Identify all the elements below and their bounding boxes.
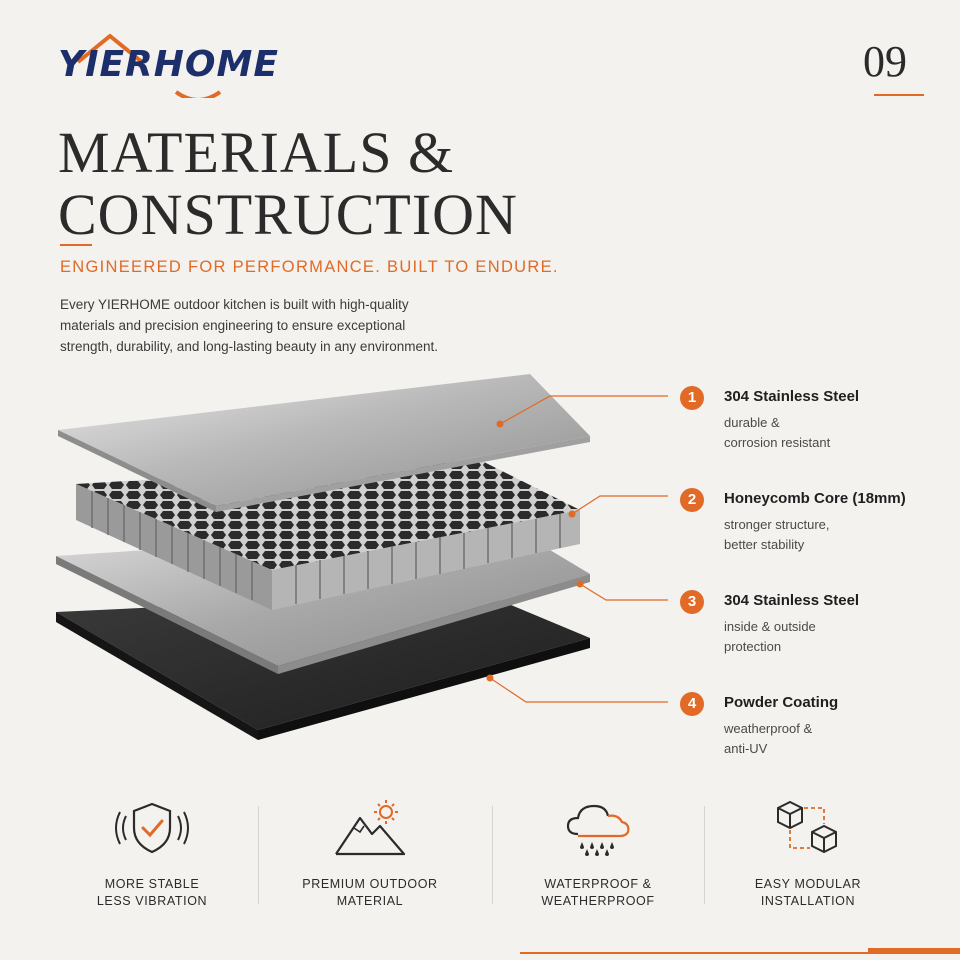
- feature-material: PREMIUM OUTDOOR MATERIAL: [260, 798, 480, 910]
- intro-line-2: materials and precision engineering to e…: [60, 318, 406, 333]
- rain-cloud-icon: [566, 804, 630, 856]
- feature-label: EASY MODULAR INSTALLATION: [754, 877, 862, 908]
- callout-number: 3: [680, 590, 704, 614]
- page-number: 09: [863, 37, 907, 86]
- feature-divider: [258, 806, 259, 904]
- layer-stack-illustration: [56, 374, 668, 740]
- page-title: MATERIALS & CONSTRUCTION: [58, 122, 658, 246]
- brand-logo: YIERHOME: [58, 28, 298, 98]
- intro-line-1: Every YIERHOME outdoor kitchen is built …: [60, 297, 409, 312]
- feature-divider: [492, 806, 493, 904]
- feature-waterproof: WATERPROOF & WEATHERPROOF: [488, 798, 708, 910]
- footer-rule: [520, 952, 960, 954]
- feature-label: PREMIUM OUTDOOR MATERIAL: [302, 877, 438, 908]
- callout-number: 2: [680, 488, 704, 512]
- callout-description: stronger structure, better stability: [724, 517, 830, 552]
- intro-line-3: strength, durability, and long-lasting b…: [60, 339, 438, 354]
- callout-number: 1: [680, 386, 704, 410]
- callout-dot-1: [496, 420, 504, 428]
- intro-paragraph: Every YIERHOME outdoor kitchen is built …: [60, 294, 500, 357]
- callout-dot-2: [568, 510, 576, 518]
- feature-modular: EASY MODULAR INSTALLATION: [698, 798, 918, 910]
- page-number-rule: [874, 94, 924, 96]
- subtitle: ENGINEERED FOR PERFORMANCE. BUILT TO END…: [60, 258, 559, 276]
- callout-description: inside & outside protection: [724, 619, 816, 654]
- callout-description: weatherproof & anti-UV: [724, 721, 813, 756]
- callout-title: Honeycomb Core (18mm): [724, 490, 906, 507]
- layer-steel-top: [58, 374, 590, 512]
- mountain-sun-icon: [335, 800, 406, 856]
- callout-dot-4: [486, 674, 494, 682]
- callout-title: Powder Coating: [724, 694, 839, 711]
- logo-roof-icon: [76, 34, 222, 98]
- title-rule: [60, 244, 92, 246]
- callout-title: 304 Stainless Steel: [724, 388, 860, 405]
- feature-label: MORE STABLE LESS VIBRATION: [96, 877, 208, 908]
- feature-divider: [704, 806, 705, 904]
- callout-title: 304 Stainless Steel: [724, 592, 860, 609]
- feature-label: WATERPROOF & WEATHERPROOF: [541, 877, 655, 908]
- footer-accent-bar: [868, 948, 960, 954]
- title-line-2: CONSTRUCTION: [58, 182, 518, 247]
- callout-description: durable & corrosion resistant: [724, 415, 831, 450]
- shield-check-icon: [115, 802, 189, 854]
- logo-wordmark: YIERHOME: [58, 44, 279, 85]
- callout-leader-lines: [489, 395, 668, 703]
- feature-stability: MORE STABLE LESS VIBRATION: [42, 798, 262, 910]
- title-line-1: MATERIALS &: [58, 120, 455, 185]
- callout-dot-3: [576, 580, 584, 588]
- modular-cubes-icon: [777, 800, 837, 854]
- callout-number: 4: [680, 692, 704, 716]
